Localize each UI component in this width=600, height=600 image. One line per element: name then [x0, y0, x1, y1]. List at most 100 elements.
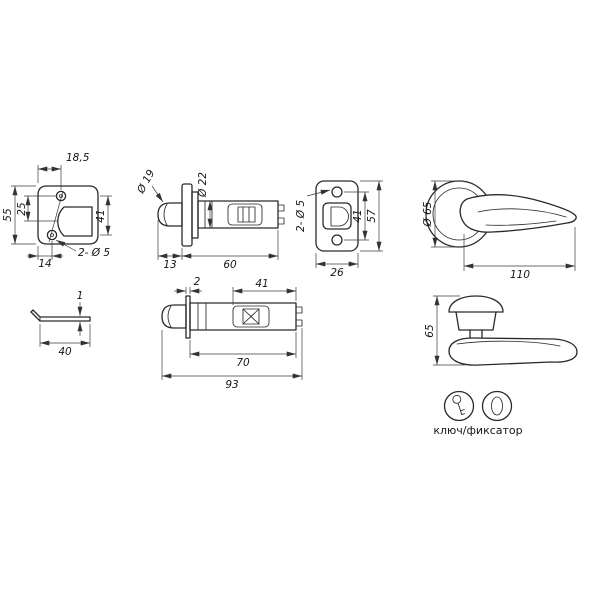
dim-text-cam-to-end: 41: [255, 278, 268, 290]
dim-text-thickness: 1: [77, 290, 84, 302]
view-lock-variants: ключ/фиксатор: [433, 390, 523, 437]
key-icon: [452, 394, 466, 415]
dim-strike-plate-side-height: 41: [95, 195, 112, 236]
dim-body-length: 60: [182, 230, 279, 271]
latch-cutout: [57, 206, 93, 237]
dim-strike-plate-hole-offset: 25: [16, 195, 57, 222]
screw-hole-top: [55, 190, 67, 202]
key-ward: [460, 409, 465, 412]
dim-text-faceplate: 2: [194, 276, 201, 288]
dim-text-flat-width: 40: [58, 346, 72, 358]
dim-strike-plate-bottom-width: 14: [27, 241, 63, 270]
lever-side-outline: [448, 337, 578, 366]
latch-bolt-bevel: [163, 203, 168, 226]
dim-body-length-70: 70: [189, 332, 297, 369]
dim-text-tube-dia: Ø 22: [197, 172, 209, 198]
view-latch-plate-edge: 1 40: [30, 290, 91, 358]
dim-text-top-width: 18,5: [66, 152, 90, 164]
dim-text-rose-dia: Ø 65: [422, 201, 434, 227]
tail-prong: [277, 217, 285, 225]
cam-block: [242, 308, 260, 325]
dim-text-box-height: 57: [366, 209, 378, 223]
lever-top-outline: [459, 194, 577, 233]
rose-dome: [448, 295, 504, 313]
view-latch-60: Ø 19 Ø 22 13 60: [135, 167, 285, 271]
note-strike-plate-holes: 2- Ø 5: [55, 239, 110, 259]
dim-tube-diameter: Ø 22: [197, 172, 213, 228]
dim-faceplate-thickness: 2: [174, 276, 202, 294]
latch-profile: [330, 206, 349, 227]
leader-line: [306, 189, 331, 197]
tail-prong: [277, 204, 285, 212]
view-latch-93: 2 41 70 93: [161, 276, 303, 391]
dim-strike-box-width: 26: [315, 253, 359, 279]
strike-box-outline: [315, 180, 359, 252]
key-cylinder-circle: [443, 390, 475, 422]
dim-strike-plate-height: 55: [2, 185, 36, 245]
dim-cam-to-end: 41: [232, 278, 297, 305]
strike-plate-outline: [37, 185, 99, 245]
dim-plate-thickness: 1: [77, 290, 84, 336]
dim-strike-plate-top-width: 18,5: [37, 152, 90, 190]
dim-handle-height: 65: [424, 295, 465, 366]
dim-plate-flat-width: 40: [39, 324, 91, 358]
lever-side-line: [456, 340, 561, 347]
thumbturn-circle: [481, 390, 513, 422]
latch-faceplate: [181, 183, 193, 247]
view-strike-plate-front: 18,5 55 25 14 41: [2, 152, 112, 270]
tail-prong: [295, 306, 303, 314]
screw-hole-top: [331, 186, 343, 198]
dim-text-handle-height: 65: [424, 324, 436, 338]
key-ward: [461, 413, 466, 415]
cam-block: [237, 206, 256, 223]
holes-note-text: 2- Ø 5: [295, 200, 307, 232]
dim-text-bottom-width: 14: [38, 258, 51, 270]
screw-hole-bottom: [331, 234, 343, 246]
latch-bolt-head: [161, 304, 187, 329]
dim-text-total-len: 93: [225, 379, 238, 391]
dim-rose-diameter: Ø 65: [422, 180, 457, 248]
leader-line: [55, 239, 77, 252]
dim-hole-spacing: 41: [344, 191, 369, 241]
latch-bolt-bevel: [167, 305, 172, 328]
dim-bolt-length: 13: [157, 220, 183, 271]
dim-total-length-93: 93: [161, 328, 303, 391]
dim-text-hole-offset: 25: [16, 202, 28, 216]
screw-hole-bottom-center: [50, 233, 54, 237]
dim-text-bolt-dia: Ø 19: [135, 167, 158, 196]
dim-text-body-len: 70: [236, 357, 250, 369]
view-strike-box-front: 2- Ø 5 41 57 26: [295, 180, 383, 279]
dim-text-side-height: 41: [95, 209, 107, 222]
latch-collar: [191, 191, 199, 239]
view-handle-side: 65: [424, 295, 578, 366]
rose-body: [455, 311, 497, 331]
dim-strike-box-height: 57: [360, 180, 383, 252]
dim-text-bolt-len: 13: [163, 259, 176, 271]
tail-prong: [295, 319, 303, 327]
lever-wave-line: [485, 220, 557, 226]
thumbturn-icon: [491, 396, 503, 416]
holes-note-text: 2- Ø 5: [78, 247, 110, 259]
leader-line: [151, 185, 164, 203]
holes-axis-line: [48, 190, 64, 243]
cam-slot: [232, 305, 270, 328]
lever-wave-line: [477, 208, 567, 218]
dim-bolt-diameter: Ø 19: [135, 167, 164, 203]
latch-tube: [197, 200, 279, 229]
cam-slot: [227, 203, 263, 226]
dim-text-lever-len: 110: [510, 269, 530, 281]
view-handle-top: Ø 65 110: [422, 180, 577, 281]
lock-types-caption: ключ/фиксатор: [433, 424, 522, 437]
dim-lever-length: 110: [463, 227, 576, 281]
latch-bolt-head: [157, 202, 183, 227]
dim-text-hole-spacing: 41: [352, 209, 364, 222]
note-strike-box-holes: 2- Ø 5: [295, 189, 331, 232]
latch-tube: [189, 302, 297, 331]
key-bow: [452, 394, 462, 404]
dim-text-body-len: 60: [223, 259, 237, 271]
dim-text-height: 55: [2, 208, 14, 222]
key-stem: [457, 402, 463, 415]
cam-diagonal: [242, 308, 260, 325]
